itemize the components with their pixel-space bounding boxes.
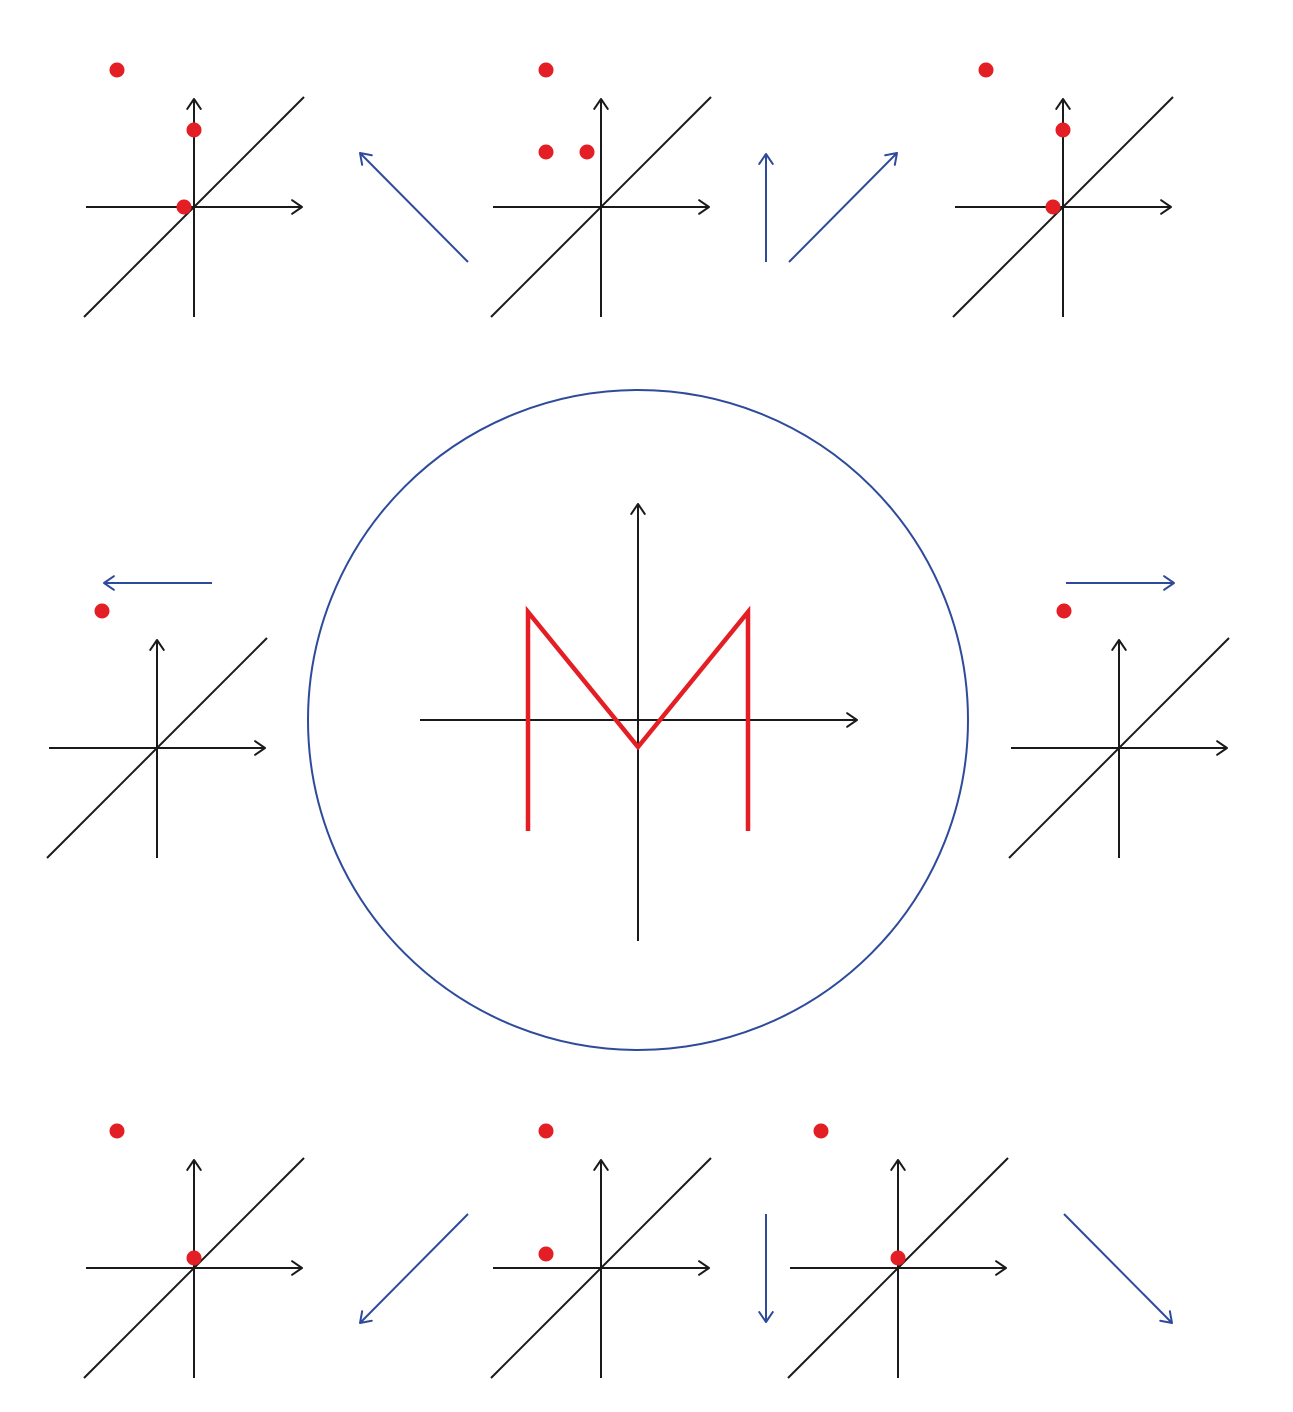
- y-axis-arrowhead-icon: [890, 1159, 906, 1171]
- x-axis-arrowhead-icon: [291, 1260, 303, 1276]
- diagonal-line: [1008, 637, 1230, 859]
- panel-top-left-axes: [83, 96, 305, 318]
- x-axis-arrowhead-icon: [291, 199, 303, 215]
- panel-middle-left: [46, 603, 268, 859]
- panel-middle-left-axes: [46, 637, 268, 859]
- center-x-arrowhead-icon: [846, 712, 858, 728]
- panel-bottom-middle-axes: [490, 1157, 712, 1379]
- red-point-dot-icon: [186, 1250, 202, 1266]
- arrow-head: [884, 152, 898, 166]
- red-point-dot-icon: [813, 1123, 829, 1139]
- arrow-up-left-icon: [359, 152, 469, 263]
- y-axis-arrowhead-icon: [593, 1159, 609, 1171]
- arrow-shaft: [359, 152, 469, 263]
- arrow-shaft: [1063, 1213, 1173, 1324]
- arrow-up-icon: [758, 153, 774, 262]
- arrow-down-left-icon: [359, 1213, 469, 1324]
- red-point-dot-icon: [538, 1246, 554, 1262]
- arrow-shaft: [359, 1213, 469, 1324]
- red-point-dot-icon: [109, 1123, 125, 1139]
- arrow-left-icon: [103, 575, 212, 591]
- diagonal-line: [787, 1157, 1009, 1379]
- x-axis-arrowhead-icon: [698, 199, 710, 215]
- panel-top-right: [952, 62, 1174, 318]
- red-point-dot-icon: [1055, 122, 1071, 138]
- arrow-down-icon: [758, 1214, 774, 1323]
- y-axis-arrowhead-icon: [186, 98, 202, 110]
- arrow-up-right-icon: [788, 152, 898, 263]
- y-axis-arrowhead-icon: [593, 98, 609, 110]
- red-point-dot-icon: [176, 199, 192, 215]
- arrow-head: [359, 1310, 373, 1324]
- arrows-layer: [103, 152, 1175, 1324]
- red-point-dot-icon: [538, 1123, 554, 1139]
- x-axis-arrowhead-icon: [698, 1260, 710, 1276]
- center-y-arrowhead-icon: [630, 503, 646, 515]
- center-m-shaped-curve-icon: [307, 389, 969, 1051]
- arrow-shaft: [788, 152, 898, 263]
- diagonal-line: [952, 96, 1174, 318]
- panel-bottom-right-axes: [787, 1157, 1009, 1379]
- x-axis-arrowhead-icon: [1216, 740, 1228, 756]
- m-curve: [525, 605, 751, 831]
- arrow-head: [359, 152, 373, 166]
- y-axis-arrowhead-icon: [149, 639, 165, 651]
- panel-bottom-left: [83, 1123, 305, 1379]
- panel-top-middle: [490, 62, 712, 318]
- x-axis-arrowhead-icon: [995, 1260, 1007, 1276]
- arrow-head: [758, 153, 774, 165]
- red-point-dot-icon: [109, 62, 125, 78]
- arrow-head: [1163, 575, 1175, 591]
- panel-bottom-right: [787, 1123, 1009, 1379]
- red-point-dot-icon: [94, 603, 110, 619]
- red-point-dot-icon: [890, 1250, 906, 1266]
- panel-middle-right-axes: [1008, 637, 1230, 859]
- red-point-dot-icon: [538, 62, 554, 78]
- arrow-head: [758, 1311, 774, 1323]
- red-point-dot-icon: [186, 122, 202, 138]
- diagonal-line: [46, 637, 268, 859]
- outer-circle: [307, 389, 969, 1051]
- panel-bottom-middle: [490, 1123, 712, 1379]
- y-axis-arrowhead-icon: [186, 1159, 202, 1171]
- red-point-dot-icon: [538, 144, 554, 160]
- red-point-dot-icon: [579, 144, 595, 160]
- center-layer: [307, 389, 969, 1051]
- red-point-dot-icon: [1045, 199, 1061, 215]
- diagonal-line: [490, 1157, 712, 1379]
- red-point-dot-icon: [1056, 603, 1072, 619]
- diagonal-line: [490, 96, 712, 318]
- y-axis-arrowhead-icon: [1055, 98, 1071, 110]
- arrow-head: [1159, 1310, 1173, 1324]
- arrow-right-icon: [1066, 575, 1175, 591]
- arrow-down-right-icon: [1063, 1213, 1173, 1324]
- red-point-dot-icon: [978, 62, 994, 78]
- diagonal-line: [83, 1157, 305, 1379]
- panels-layer: [46, 62, 1230, 1379]
- x-axis-arrowhead-icon: [254, 740, 266, 756]
- panel-bottom-left-axes: [83, 1157, 305, 1379]
- panel-top-left: [83, 62, 305, 318]
- diagonal-line: [83, 96, 305, 318]
- y-axis-arrowhead-icon: [1111, 639, 1127, 651]
- x-axis-arrowhead-icon: [1160, 199, 1172, 215]
- arrow-head: [103, 575, 115, 591]
- panel-middle-right: [1008, 603, 1230, 859]
- panel-top-middle-axes: [490, 96, 712, 318]
